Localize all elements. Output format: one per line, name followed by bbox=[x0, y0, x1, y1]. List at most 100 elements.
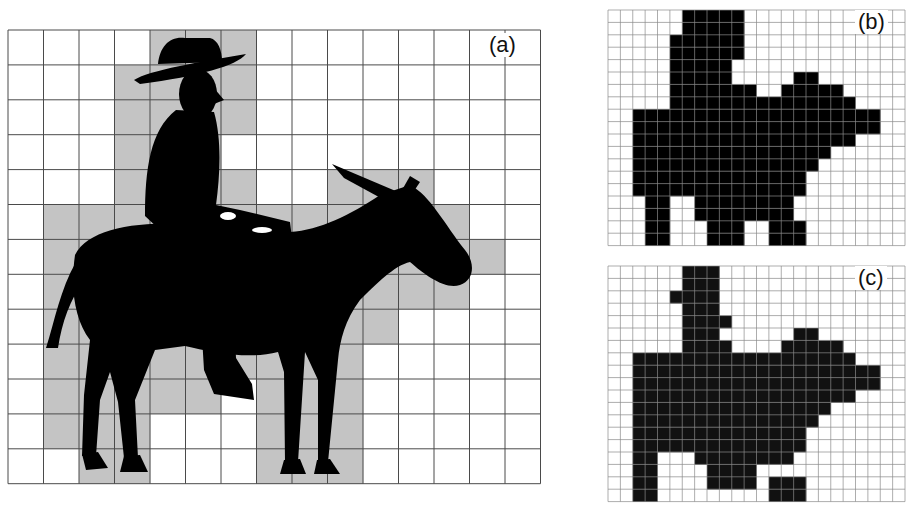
grid-line bbox=[608, 196, 905, 197]
grid-line bbox=[806, 10, 807, 246]
grid-line bbox=[744, 266, 745, 502]
grid-line bbox=[768, 10, 769, 246]
grey-cell bbox=[150, 30, 257, 65]
grid-line bbox=[8, 169, 541, 170]
black-pixel bbox=[769, 233, 806, 246]
grid-line bbox=[756, 10, 757, 246]
grid-line bbox=[707, 266, 708, 502]
grid-line bbox=[731, 10, 732, 246]
grid-line bbox=[744, 10, 745, 246]
grid-line bbox=[880, 266, 881, 502]
black-pixel bbox=[781, 84, 843, 97]
grid-line bbox=[608, 158, 905, 159]
grid-line bbox=[608, 134, 905, 135]
pixel-image bbox=[633, 10, 881, 246]
rider-torso bbox=[145, 110, 292, 238]
grid-line bbox=[719, 10, 720, 246]
grid-line bbox=[608, 121, 905, 122]
grid-line bbox=[892, 10, 893, 246]
grid-line bbox=[880, 10, 881, 246]
grid-line bbox=[632, 10, 633, 246]
grid-line bbox=[867, 10, 868, 246]
grid-line bbox=[608, 171, 905, 172]
grey-cell bbox=[257, 449, 364, 484]
black-pixel bbox=[682, 278, 719, 291]
grid-line bbox=[8, 134, 541, 135]
grid-line bbox=[608, 315, 905, 316]
grid-line bbox=[608, 109, 905, 110]
grid-line bbox=[8, 64, 541, 65]
grid-lines bbox=[608, 266, 905, 502]
grey-cell bbox=[257, 379, 364, 414]
grid-line bbox=[608, 34, 905, 35]
grid-line bbox=[756, 266, 757, 502]
black-pixel bbox=[682, 266, 719, 279]
hoof bbox=[280, 459, 306, 474]
black-pixel bbox=[682, 328, 719, 341]
grid-line bbox=[657, 10, 658, 246]
grid-line bbox=[608, 365, 905, 366]
donkey-ear bbox=[402, 176, 420, 194]
saddle-gap bbox=[220, 212, 236, 220]
rein-gap bbox=[252, 227, 272, 233]
black-pixel bbox=[633, 415, 819, 428]
grid-line bbox=[905, 10, 906, 246]
grid-line bbox=[608, 266, 609, 502]
grid-line bbox=[608, 303, 905, 304]
black-pixel bbox=[682, 303, 719, 316]
grid-line bbox=[608, 377, 905, 378]
grid-line bbox=[608, 476, 905, 477]
grid-line bbox=[505, 30, 506, 484]
grid-line bbox=[781, 10, 782, 246]
grid-line bbox=[818, 10, 819, 246]
grid-line bbox=[719, 266, 720, 502]
grid-line bbox=[682, 266, 683, 502]
grid-line bbox=[608, 402, 905, 403]
grid-line bbox=[669, 266, 670, 502]
grid-line bbox=[608, 340, 905, 341]
grid-line bbox=[731, 266, 732, 502]
grid-line bbox=[608, 439, 905, 440]
donkey-tail bbox=[46, 262, 84, 348]
grid-line bbox=[608, 233, 905, 234]
grid-line bbox=[830, 10, 831, 246]
grid-line bbox=[608, 208, 905, 209]
grid-line bbox=[608, 427, 905, 428]
black-pixel bbox=[707, 233, 744, 246]
grid-line bbox=[8, 30, 541, 31]
black-pixel bbox=[670, 72, 732, 85]
grid-line bbox=[694, 266, 695, 502]
grid-line bbox=[608, 84, 905, 85]
rider-nose bbox=[214, 88, 224, 104]
grid-line bbox=[905, 266, 906, 502]
grid-line bbox=[608, 390, 905, 391]
grid-line bbox=[608, 59, 905, 60]
grid-line bbox=[8, 30, 9, 484]
grey-cells bbox=[44, 30, 506, 484]
grid-line bbox=[620, 266, 621, 502]
grid-line bbox=[540, 30, 541, 484]
grid-line bbox=[608, 47, 905, 48]
hoof bbox=[120, 455, 148, 472]
grid-lines bbox=[608, 10, 905, 246]
grid-line bbox=[608, 489, 905, 490]
grid-line bbox=[843, 10, 844, 246]
grid-line bbox=[669, 10, 670, 246]
pixel-image bbox=[633, 266, 881, 502]
black-pixel bbox=[670, 60, 732, 73]
grid-line bbox=[645, 10, 646, 246]
grid-line bbox=[608, 220, 905, 221]
black-pixel bbox=[682, 22, 744, 35]
grid-line bbox=[620, 10, 621, 246]
hoof bbox=[82, 452, 108, 470]
grid-line bbox=[608, 464, 905, 465]
grid-line bbox=[8, 204, 541, 205]
grid-line bbox=[608, 72, 905, 73]
panel-label: (a) bbox=[486, 33, 519, 57]
grid-line bbox=[682, 10, 683, 246]
black-pixel bbox=[769, 477, 806, 490]
grid-line bbox=[608, 452, 905, 453]
grid-line bbox=[8, 99, 541, 100]
black-pixel bbox=[670, 97, 856, 110]
